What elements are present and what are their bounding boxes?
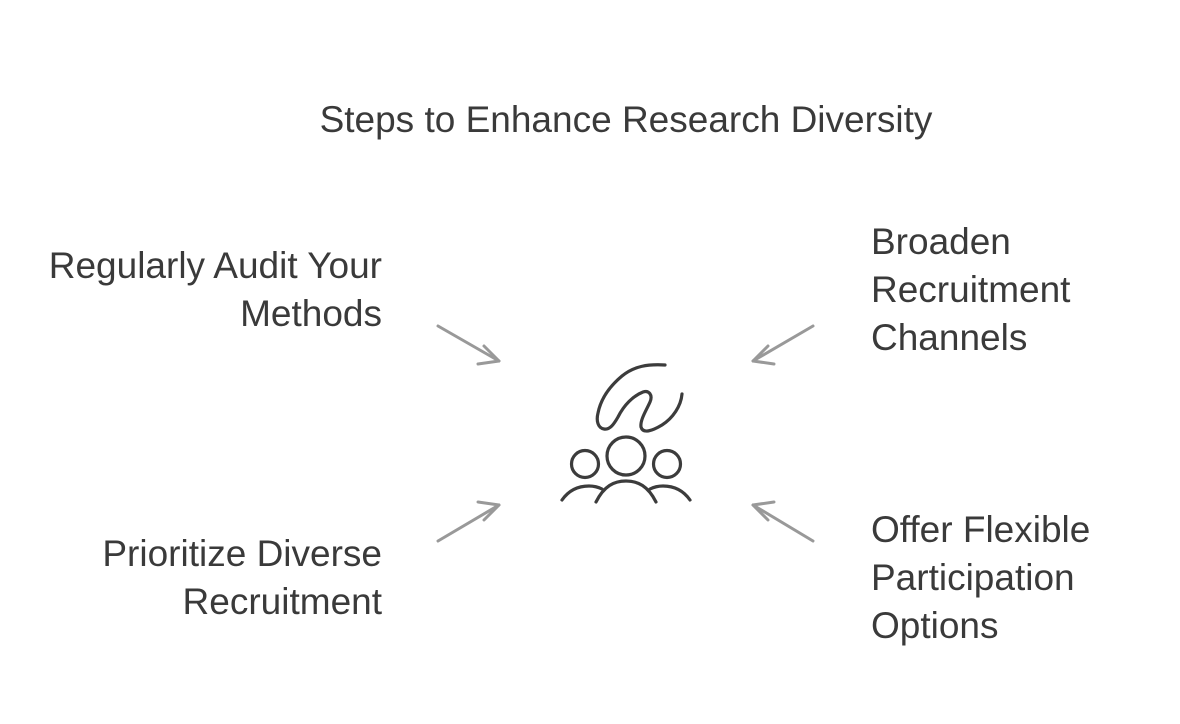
hand-over-group-icon bbox=[560, 363, 692, 504]
arrow-bottom-left bbox=[436, 500, 501, 543]
arrow-top-left bbox=[436, 324, 501, 366]
step-label-regular-audit: Regularly Audit Your Methods bbox=[48, 245, 382, 334]
step-label-broaden-recruitment: Broaden Recruitment Channels bbox=[871, 221, 1071, 358]
diagram-title: Steps to Enhance Research Diversity bbox=[319, 99, 933, 140]
arrow-bottom-right bbox=[751, 500, 815, 543]
step-label-prioritize-diverse: Prioritize Diverse Recruitment bbox=[102, 533, 382, 622]
arrow-top-right bbox=[751, 324, 815, 366]
step-label-flexible-participation: Offer Flexible Participation Options bbox=[871, 509, 1091, 646]
